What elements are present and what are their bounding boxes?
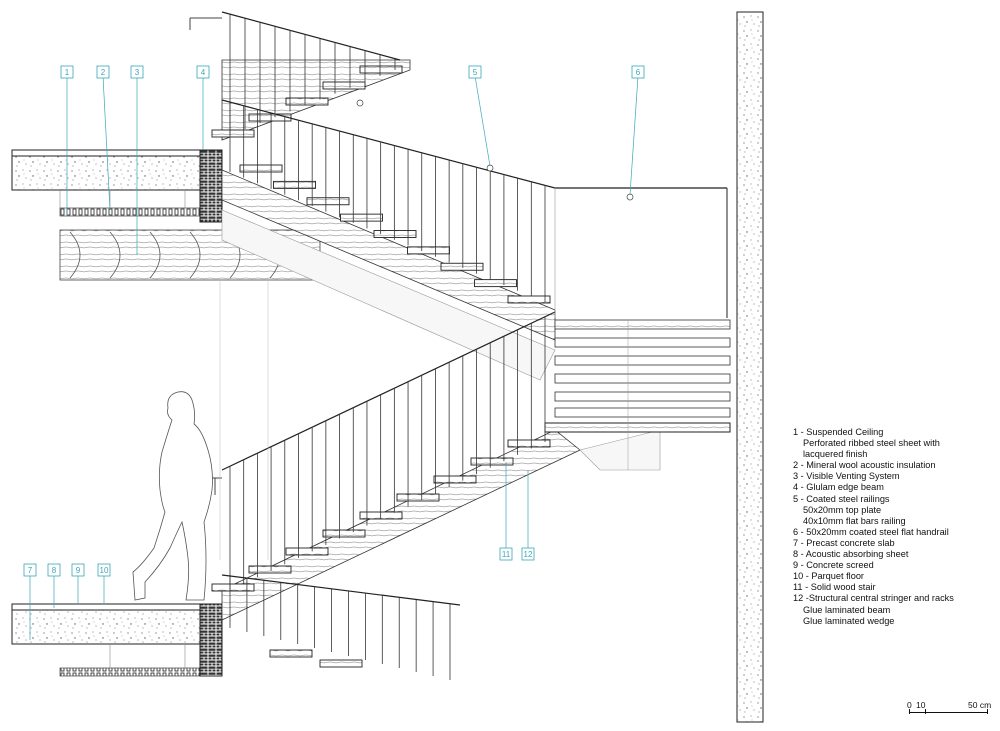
bottom-railing <box>221 574 461 680</box>
scale-line <box>909 712 987 715</box>
landing-handrail <box>356 99 728 318</box>
stair-tread <box>474 279 517 288</box>
legend-item: 2 - Mineral wool acoustic insulation <box>793 460 936 471</box>
human-figure <box>132 391 213 601</box>
bottom-treads-group <box>269 649 363 668</box>
callout-number: 12 <box>524 550 533 559</box>
stair-tread <box>322 529 366 538</box>
legend-subitem: Perforated ribbed steel sheet with <box>803 438 940 449</box>
upper-floor-slab <box>11 149 223 223</box>
landing-treads <box>544 319 731 470</box>
callout-number: 2 <box>101 68 106 77</box>
scale-bar: 0 10 50 cm <box>906 700 996 720</box>
callout-box <box>60 65 74 79</box>
stair-tread <box>470 457 514 466</box>
legend-subitem: Glue laminated beam <box>803 604 891 615</box>
stair-tread <box>285 547 329 556</box>
legend-item: 7 - Precast concrete slab <box>793 537 895 548</box>
stair-tread <box>407 246 450 255</box>
scale-ten: 10 <box>916 700 926 710</box>
stair-tread <box>340 213 383 222</box>
callout-number: 9 <box>76 566 81 575</box>
callout-number: 10 <box>100 566 109 575</box>
stair-tread <box>396 493 440 502</box>
legend-item: 10 - Parquet floor <box>793 571 864 582</box>
upper-stair-stringer <box>221 59 556 381</box>
callout-leader <box>474 75 491 167</box>
callout-box <box>71 563 85 577</box>
guide-lines <box>219 280 269 560</box>
legend-subitem: Glue laminated wedge <box>803 615 895 626</box>
callout-box <box>23 563 37 577</box>
concrete-wall <box>736 11 764 723</box>
callout-box <box>47 563 61 577</box>
scale-fifty: 50 cm <box>968 700 992 710</box>
stair-tread <box>440 262 484 271</box>
stair-tread <box>285 97 329 106</box>
stair-tread <box>211 583 255 592</box>
scale-tick <box>909 709 910 714</box>
top-railing <box>221 11 401 135</box>
stair-tread <box>373 230 417 238</box>
callout-leader <box>629 75 639 196</box>
callout-number: 11 <box>502 550 511 559</box>
stair-tread <box>269 649 313 658</box>
stair-tread <box>248 565 292 574</box>
stair-tread <box>273 180 316 189</box>
legend-item: 1 - Suspended Ceiling <box>793 427 884 437</box>
legend-item: 9 - Concrete screed <box>793 560 874 571</box>
callout-number: 5 <box>473 68 478 77</box>
callout-number: 3 <box>135 68 140 77</box>
legend-item: 5 - Coated steel railings <box>793 493 890 504</box>
stair-tread <box>507 439 551 448</box>
callout-box <box>499 547 513 561</box>
stair-tread <box>306 197 350 206</box>
callout-box <box>97 563 111 577</box>
legend-item: 3 - Visible Venting System <box>793 471 900 482</box>
callout-box <box>468 65 482 79</box>
legend-item: 8 - Acoustic absorbing sheet <box>793 549 909 560</box>
callout-number: 7 <box>28 566 33 575</box>
stair-tread <box>248 113 292 122</box>
lower-floor-slab <box>11 603 223 677</box>
callout-number: 6 <box>636 68 641 77</box>
legend-item: 12 -Structural central stringer and rack… <box>793 593 954 604</box>
scale-tick <box>987 709 988 714</box>
stair-tread <box>319 659 363 668</box>
upper-treads-group <box>239 164 551 304</box>
callout-box <box>521 547 535 561</box>
scale-tick <box>925 709 926 714</box>
legend-subitem: 40x10mm flat bars railing <box>803 515 906 526</box>
legend-item: 11 - Solid wood stair <box>793 582 876 593</box>
legend-item: 6 - 50x20mm coated steel flat handrail <box>793 526 949 537</box>
stair-tread <box>359 65 403 74</box>
scale-zero: 0 <box>907 700 912 710</box>
top-treads-group <box>211 65 403 138</box>
stair-tread <box>239 164 283 173</box>
callout-number: 8 <box>52 566 57 575</box>
callout-box <box>196 65 210 79</box>
lower-stair-stringer <box>221 429 661 621</box>
legend-subitem: 50x20mm top plate <box>803 504 882 515</box>
legend-subitem: lacquered finish <box>803 449 868 460</box>
callout-box <box>96 65 110 79</box>
callout-number: 4 <box>201 68 206 77</box>
stair-tread <box>433 475 477 484</box>
stair-tread <box>322 81 366 90</box>
lower-railing <box>221 311 556 590</box>
callout-box <box>631 65 645 79</box>
legend-item: 4 - Glulam edge beam <box>793 482 884 493</box>
callout-box <box>130 65 144 79</box>
callout-leader <box>102 75 111 211</box>
stair-tread <box>211 129 255 138</box>
stair-tread <box>507 295 551 304</box>
callout-number: 1 <box>65 68 70 77</box>
